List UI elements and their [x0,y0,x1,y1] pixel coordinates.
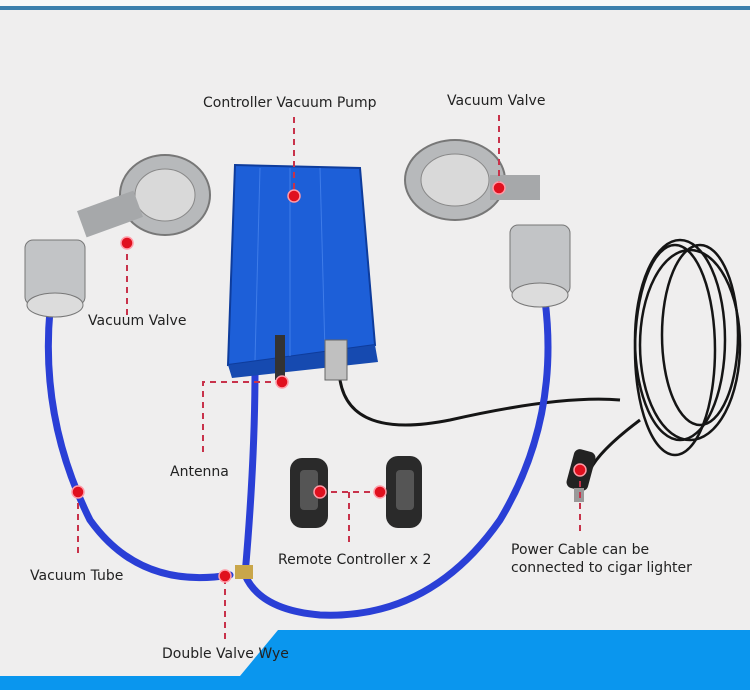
label-vacuum-valve-right: Vacuum Valve [447,93,546,109]
controller-box [226,163,378,381]
label-antenna: Antenna [170,464,229,480]
label-vacuum-tube: Vacuum Tube [30,568,124,584]
remote-controllers [290,456,422,528]
label-remote-controller: Remote Controller x 2 [278,552,432,568]
callout-lines [77,115,581,640]
right-vacuum-valve [404,139,571,308]
label-controller-vacuum-pump: Controller Vacuum Pump [203,95,377,111]
label-power-cable-line2: connected to cigar lighter [511,560,692,576]
power-cable-coil [338,238,742,471]
top-strip [0,0,750,6]
wye-fitting [235,565,253,579]
callout-markers [71,181,587,583]
bottom-banner [0,630,750,690]
left-vacuum-valve [24,154,211,318]
vacuum-tubes [44,296,552,619]
label-vacuum-valve-left: Vacuum Valve [88,313,187,329]
label-power-cable-line1: Power Cable can be [511,542,650,558]
top-divider [0,6,750,10]
label-double-valve-wye: Double Valve Wye [162,646,289,662]
